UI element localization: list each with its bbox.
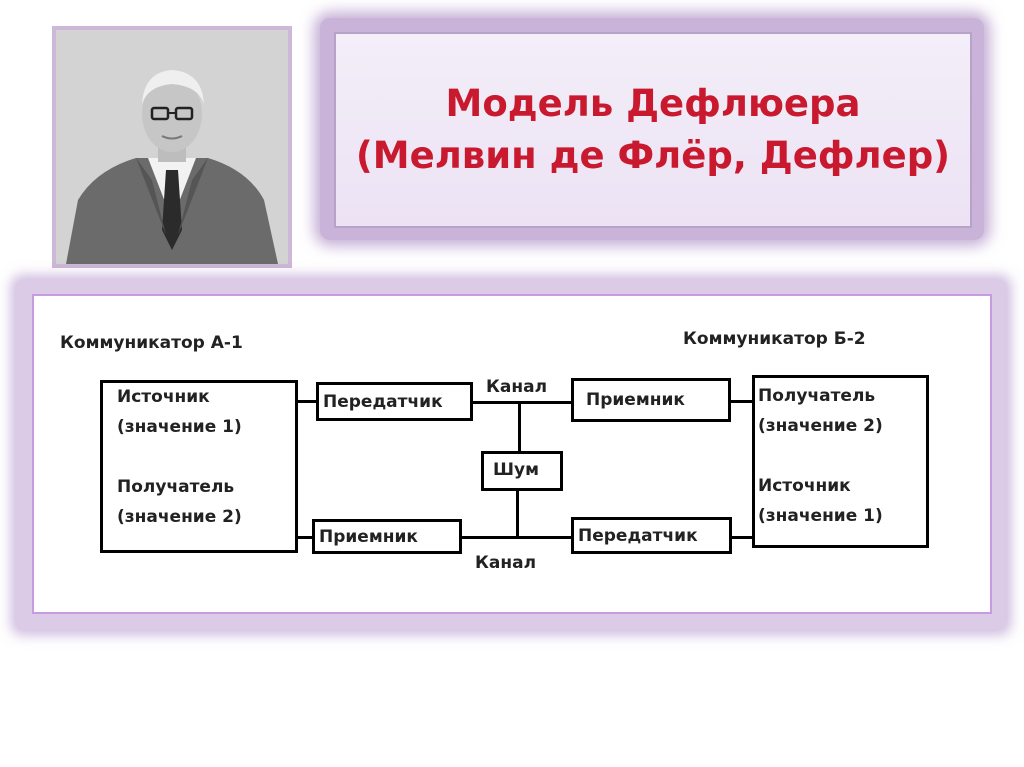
channel-top-label: Канал — [486, 377, 548, 397]
noise-box: Шум — [481, 451, 563, 491]
portrait-frame — [52, 26, 292, 268]
noise-label: Шум — [493, 460, 539, 480]
connector-a-receiver — [296, 536, 314, 539]
b-receiver-label: Получатель — [758, 386, 876, 406]
communicator-b-label: Коммуникатор Б-2 — [683, 329, 866, 349]
title-line-2: (Мелвин де Флёр, Дефлер) — [355, 134, 951, 177]
transmitter-top-box: Передатчик — [316, 382, 473, 421]
channel-bottom-label: Канал — [475, 553, 537, 573]
transmitter-bottom-box: Передатчик — [571, 517, 732, 554]
noise-line-bottom — [516, 488, 519, 538]
communicator-a-box: Источник (значение 1) Получатель (значен… — [100, 380, 298, 553]
portrait-photo-icon — [56, 30, 288, 264]
title-box: Модель Дефлюера (Мелвин де Флёр, Дефлер) — [334, 32, 972, 228]
communicator-a-label: Коммуникатор А-1 — [60, 333, 243, 353]
title-line-1: Модель Дефлюера — [445, 82, 861, 125]
transmitter-bottom-label: Передатчик — [578, 526, 698, 546]
a-receiver-value: (значение 2) — [117, 507, 242, 527]
receiver-top-box: Приемник — [571, 378, 731, 422]
connector-a-transmitter — [296, 400, 318, 403]
communicator-b-box: Получатель (значение 2) Источник (значен… — [752, 375, 929, 548]
connector-transmitter-b — [731, 536, 753, 539]
b-source-label: Источник — [758, 476, 851, 496]
noise-line-top — [518, 402, 521, 454]
receiver-bottom-box: Приемник — [312, 519, 462, 554]
connector-receiver-b — [730, 400, 752, 403]
receiver-bottom-label: Приемник — [319, 527, 418, 547]
b-receiver-value: (значение 2) — [758, 416, 883, 436]
channel-top-line — [473, 401, 573, 404]
transmitter-top-label: Передатчик — [323, 392, 443, 412]
receiver-top-label: Приемник — [586, 390, 685, 410]
a-source-label: Источник — [117, 387, 210, 407]
b-source-value: (значение 1) — [758, 506, 883, 526]
a-receiver-label: Получатель — [117, 477, 235, 497]
a-source-value: (значение 1) — [117, 417, 242, 437]
